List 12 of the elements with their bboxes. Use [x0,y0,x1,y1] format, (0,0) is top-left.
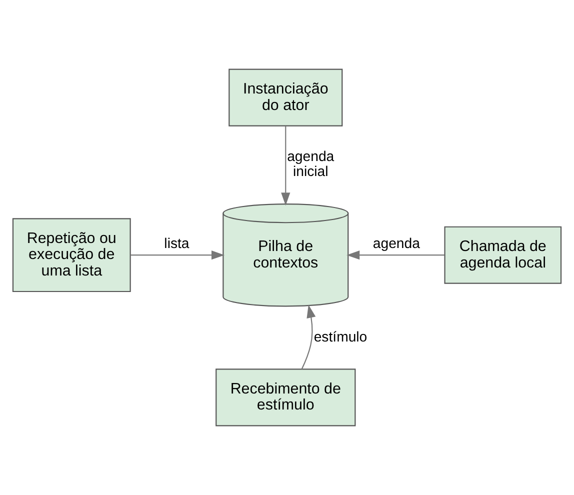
edge-label: estímulo [314,328,368,344]
edge-label: lista [164,234,190,251]
node-box: Repetição ou execução de uma lista [12,218,131,292]
node-box: Chamada de agenda local [444,226,562,284]
arrow [281,126,290,206]
edge-label: agenda inicial [287,148,334,180]
arrow [346,250,445,260]
arrow [301,304,316,370]
edge-label: agenda [372,234,420,251]
arrow [130,250,225,260]
node-box: Recebimento de estímulo [216,368,356,426]
node-box: Instanciação do ator [228,68,343,126]
